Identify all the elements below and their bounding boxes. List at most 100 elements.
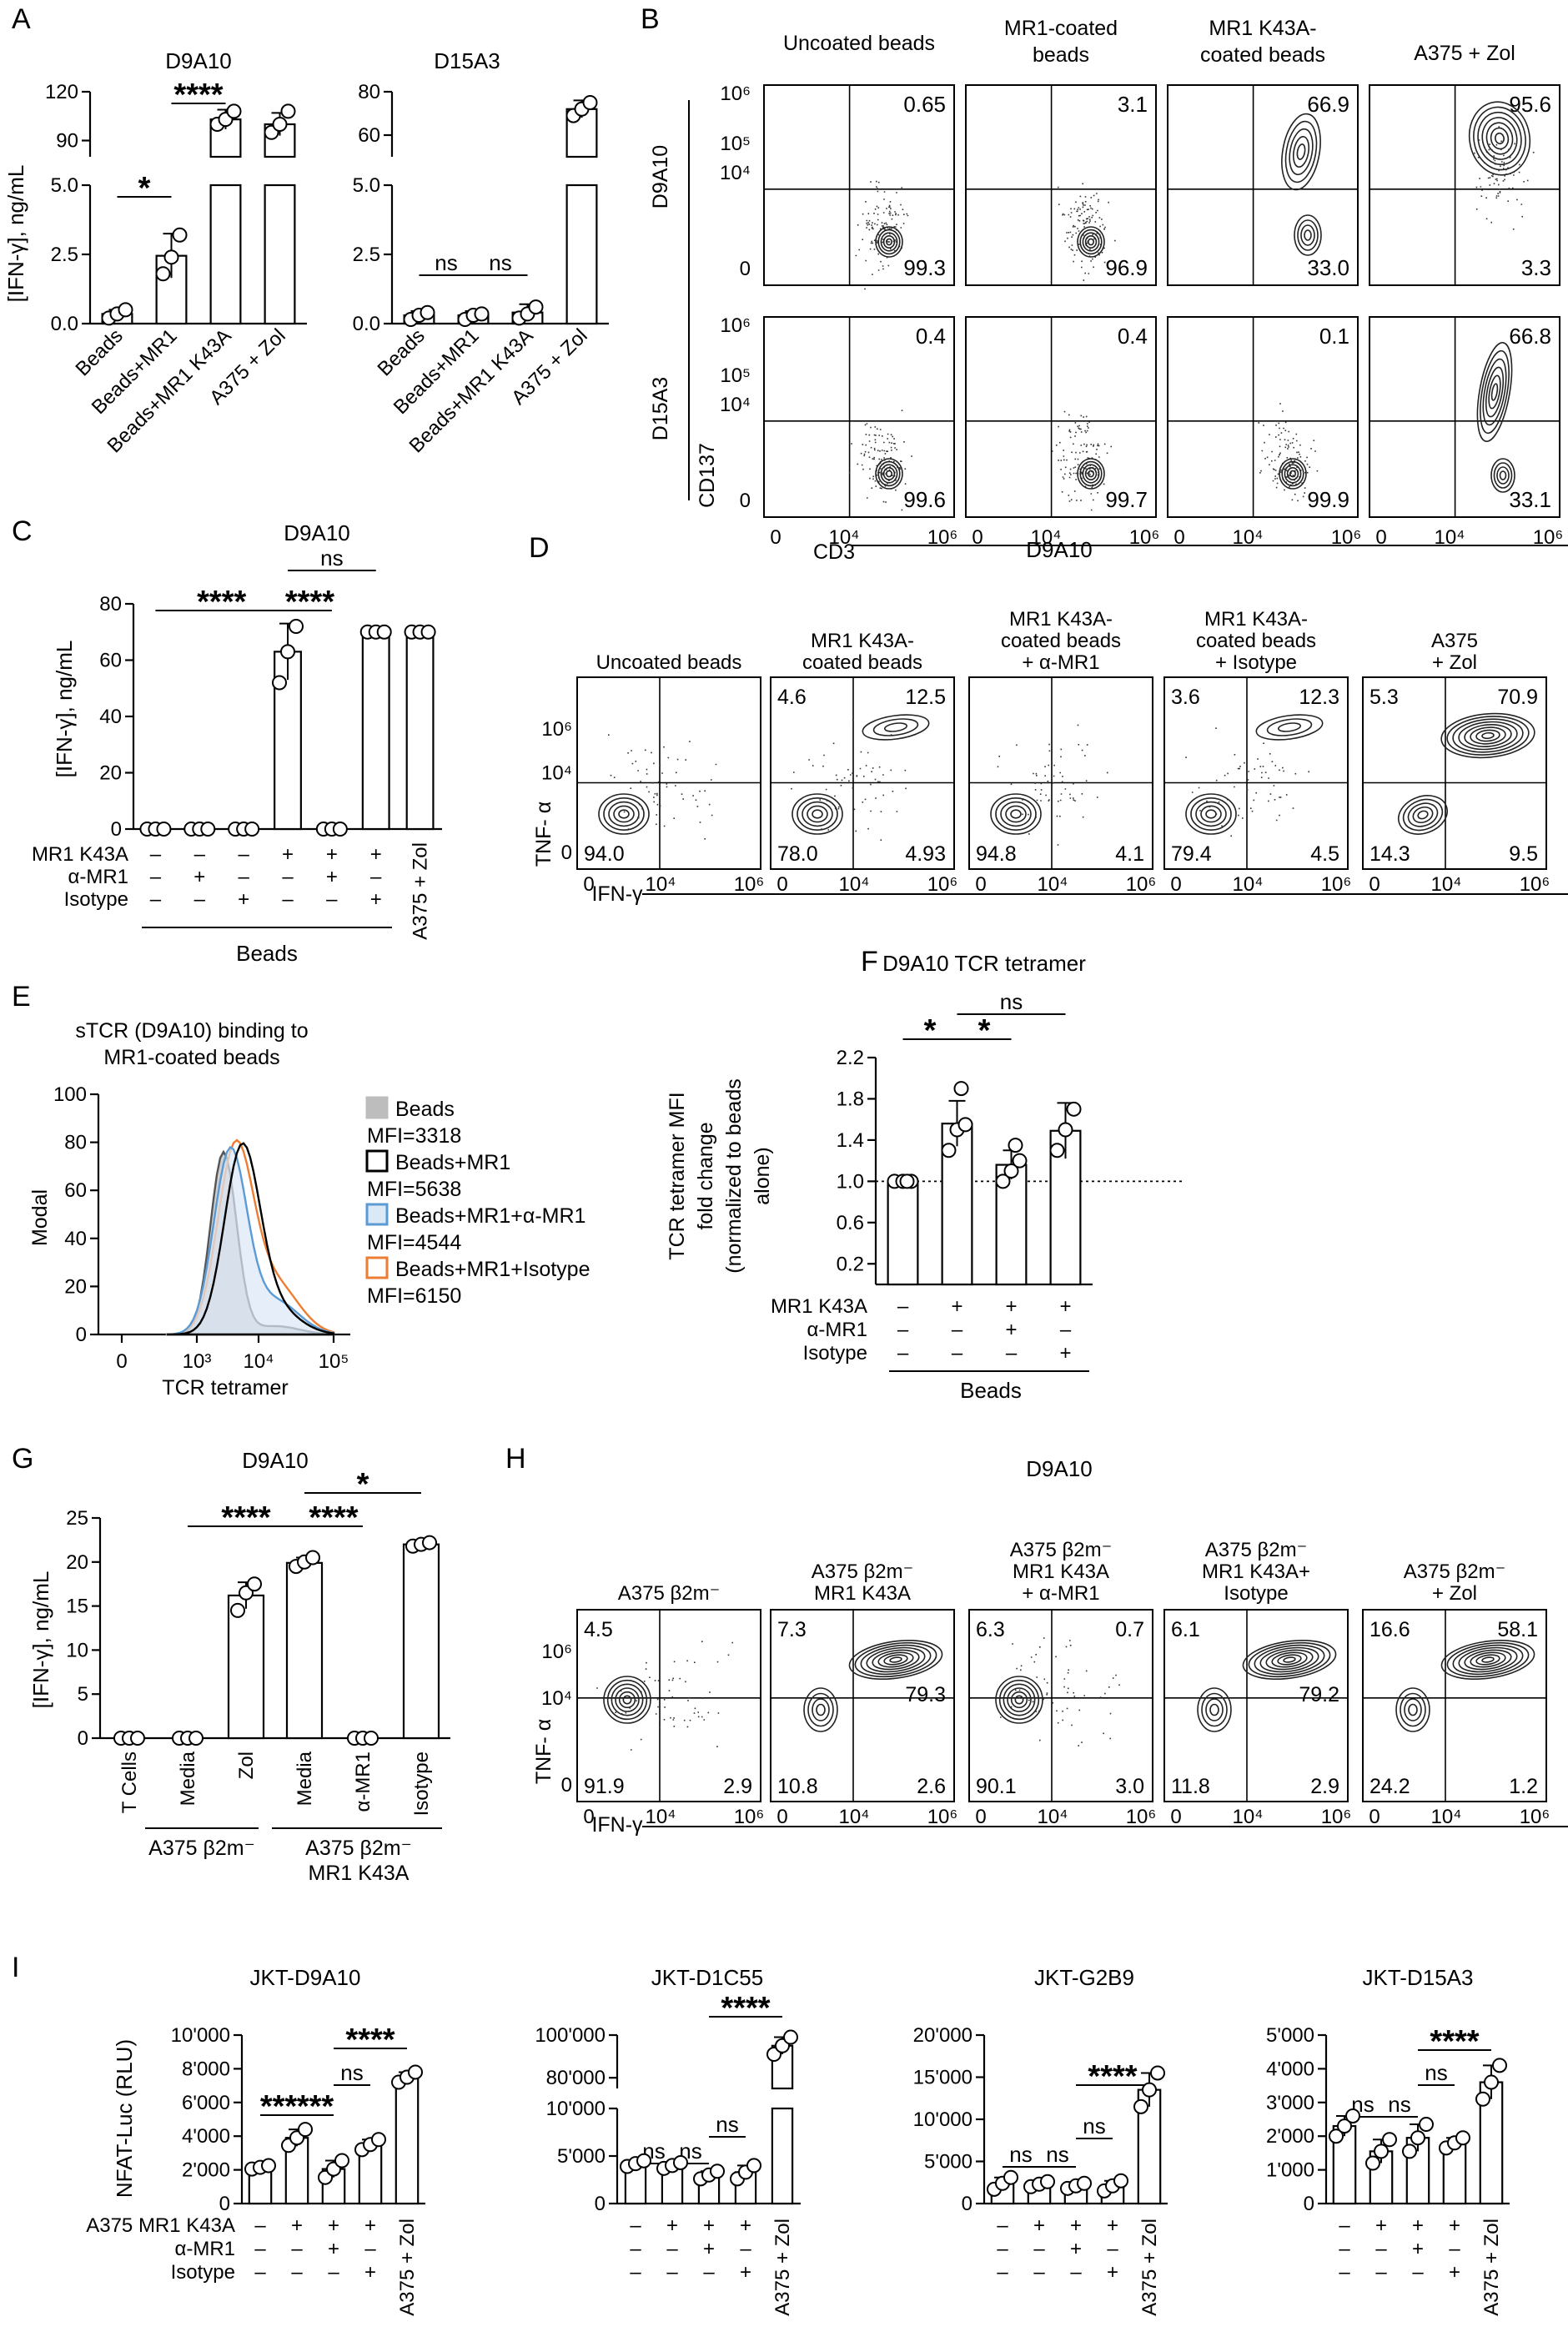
y-tick-label: 80 xyxy=(64,1132,87,1154)
bar-lower xyxy=(771,2107,794,2205)
data-point xyxy=(746,2158,761,2174)
x-tick-label: 0 xyxy=(1369,873,1380,896)
column-title: + Isotype xyxy=(1215,651,1297,674)
x-tick-label: 10⁶ xyxy=(1321,873,1352,896)
quadrant-value: 99.7 xyxy=(1105,487,1148,512)
group-label: MR1 K43A xyxy=(309,1862,410,1885)
contour xyxy=(854,1641,937,1678)
contour xyxy=(1259,1646,1319,1673)
y-tick-label: 80'000 xyxy=(546,2067,606,2089)
plot-frame xyxy=(1163,676,1349,870)
y-tick-label: 10⁴ xyxy=(541,1687,572,1710)
x-tick-label: Zol xyxy=(235,1751,258,1779)
contour xyxy=(618,809,630,819)
contour xyxy=(1205,1698,1224,1721)
contour xyxy=(877,1651,914,1668)
y-tick-label: 3'000 xyxy=(1266,2092,1314,2114)
column-title: A375 xyxy=(1431,630,1478,652)
chart-title: JKT-D1C55 xyxy=(651,1965,763,1990)
contour xyxy=(622,1695,632,1705)
bar xyxy=(395,2076,420,2205)
y-tick-label: 8'000 xyxy=(182,2058,230,2080)
data-point xyxy=(995,1174,1011,1189)
sign: – xyxy=(150,866,162,888)
data-point xyxy=(118,302,133,318)
x-tick-label: 10⁴ xyxy=(838,1806,869,1828)
scatter-events xyxy=(848,410,912,511)
significance-label: **** xyxy=(721,1991,770,2026)
y-tick-label: 2'000 xyxy=(1266,2125,1314,2148)
sign: – xyxy=(997,2238,1008,2260)
contour xyxy=(1464,1649,1512,1671)
sign: + xyxy=(364,2214,376,2237)
quadrant-value: 78.0 xyxy=(777,842,818,866)
contour xyxy=(1485,122,1514,155)
legend-label: Beads+MR1+Isotype xyxy=(395,1258,590,1281)
x-tick-label: 10⁴ xyxy=(1430,873,1461,896)
contour xyxy=(1289,470,1297,478)
data-point xyxy=(1150,2065,1165,2081)
contour xyxy=(1412,806,1434,824)
column-title: MR1 K43A- xyxy=(811,630,914,652)
quadrant-value: 12.5 xyxy=(905,686,946,709)
column-title: coated beads xyxy=(1001,630,1121,652)
column-title: MR1 K43A- xyxy=(1209,17,1316,40)
scatter-events xyxy=(791,719,907,841)
quadrant-value: 2.9 xyxy=(1310,1775,1339,1798)
x-axis-label: IFN-γ xyxy=(591,882,643,906)
flow-plot: 0.4 99.7 xyxy=(965,316,1157,518)
contour xyxy=(1209,1703,1219,1716)
y-tick-label: 60 xyxy=(99,650,122,672)
y-tick-label: 10⁵ xyxy=(720,364,751,387)
sign: + xyxy=(1070,2214,1082,2237)
x-tick-label: 10⁴ xyxy=(1434,526,1465,549)
data-point xyxy=(163,249,179,265)
sign: – xyxy=(1060,1319,1072,1341)
contour xyxy=(812,1698,830,1721)
plot-frame xyxy=(968,1609,1153,1802)
data-point xyxy=(408,2064,423,2080)
data-point xyxy=(1012,1153,1028,1168)
x-tick-label: 10⁶ xyxy=(1533,526,1564,549)
y-tick-label: 0 xyxy=(111,818,122,841)
data-point xyxy=(1484,2074,1499,2090)
bar-lower xyxy=(565,183,598,325)
contour xyxy=(802,801,833,827)
contour xyxy=(1205,809,1217,819)
panel-letter-A: A xyxy=(12,3,31,35)
contour xyxy=(880,464,898,484)
data-point xyxy=(130,1731,145,1746)
data-point xyxy=(289,619,304,634)
y-tick-label: 0.0 xyxy=(51,313,78,335)
scatter-events xyxy=(1058,183,1116,281)
sign: – xyxy=(328,2261,339,2284)
sign: + xyxy=(370,888,382,911)
quadrant-value: 6.1 xyxy=(1171,1618,1200,1641)
column-title: + Zol xyxy=(1432,1582,1477,1605)
sign: – xyxy=(897,1319,909,1341)
quadrant-value: 79.2 xyxy=(1299,1683,1339,1706)
scatter-events xyxy=(855,180,909,290)
sign: + xyxy=(238,888,249,911)
contour xyxy=(995,797,1037,831)
contour xyxy=(1010,809,1022,819)
panel-A: [IFN-γ], ng/mLD9A10*****BeadsBeads+MR1Be… xyxy=(3,48,592,457)
sign: – xyxy=(326,888,338,911)
sign: + xyxy=(1449,2214,1460,2237)
data-point xyxy=(1475,2091,1490,2107)
chart-title: JKT-D15A3 xyxy=(1363,1965,1474,1990)
sign: + xyxy=(1033,2214,1045,2237)
quadrant-value: 79.3 xyxy=(905,1683,946,1706)
quadrant-value: 0.4 xyxy=(1118,324,1148,349)
contour xyxy=(872,718,919,736)
contour xyxy=(1402,798,1444,832)
y-tick-label: 0 xyxy=(561,1774,572,1797)
y-axis-label: [IFN-γ], ng/mL xyxy=(3,165,28,303)
data-point xyxy=(305,1550,320,1566)
data-point xyxy=(422,1535,437,1550)
data-point xyxy=(298,2122,313,2138)
group-label: A375 β2m⁻ xyxy=(148,1837,255,1860)
y-tick-label: 0 xyxy=(78,1727,88,1750)
